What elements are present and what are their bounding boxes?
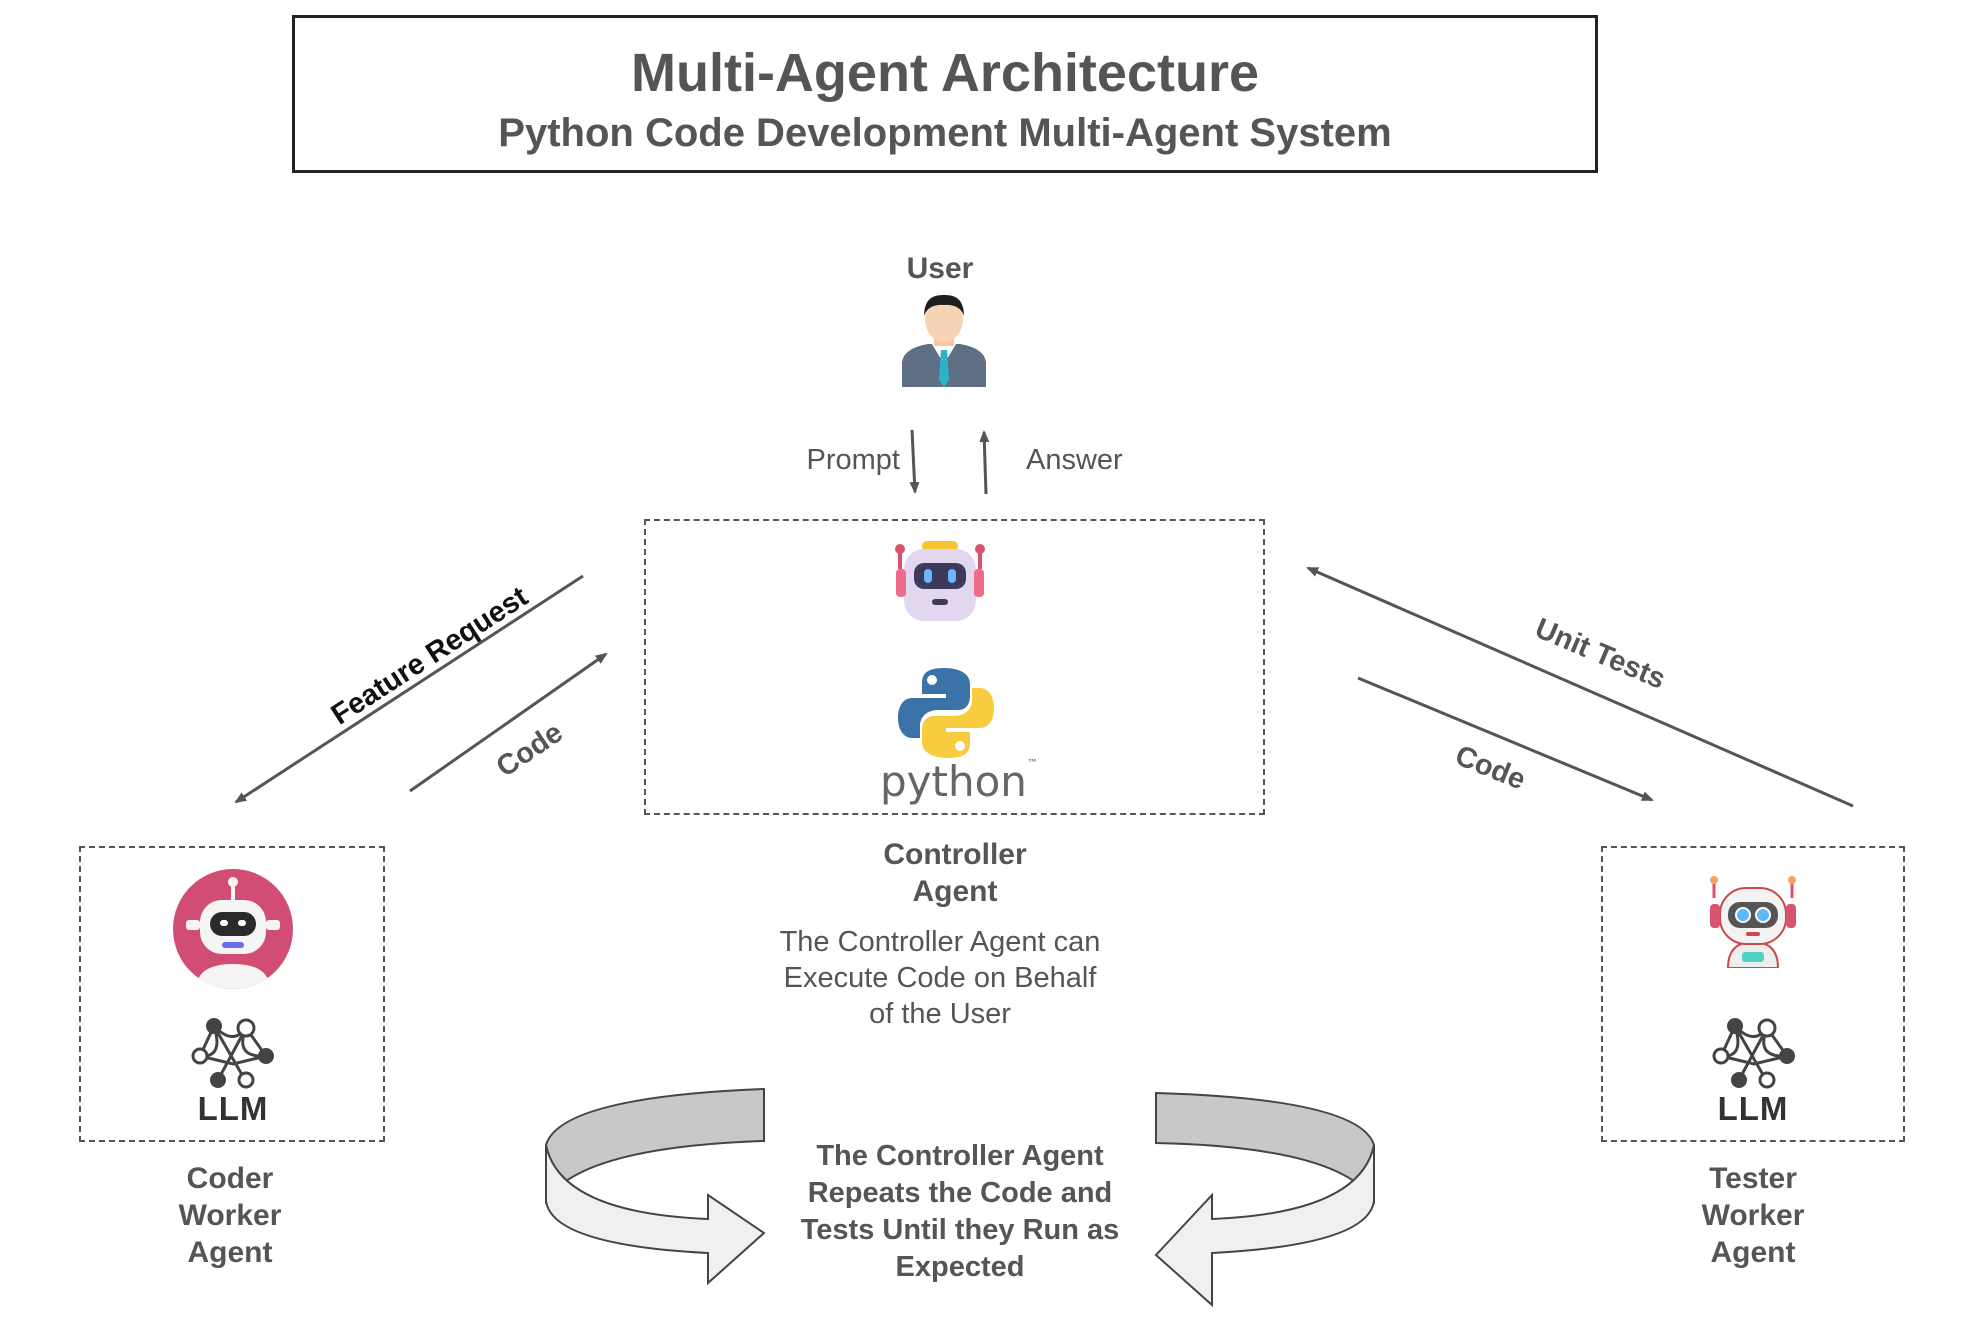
loop-description: The Controller Agent Repeats the Code an… bbox=[770, 1138, 1150, 1286]
answer-arrow bbox=[979, 430, 990, 495]
unit-tests-arrow bbox=[1306, 566, 1854, 808]
llm-network-icon bbox=[1712, 1018, 1795, 1089]
coder-name-line1: Coder bbox=[186, 1162, 274, 1195]
user-avatar-icon bbox=[902, 294, 986, 387]
coder-robot-icon bbox=[173, 869, 293, 989]
controller-agent-box bbox=[644, 519, 1265, 815]
loop-line3: Tests Until they Run as bbox=[800, 1214, 1120, 1246]
tester-name-line1: Tester bbox=[1709, 1162, 1797, 1195]
page-subtitle: Python Code Development Multi-Agent Syst… bbox=[498, 111, 1392, 155]
tester-robot-icon bbox=[1710, 876, 1796, 968]
python-wordmark: python™ bbox=[880, 757, 1038, 806]
controller-desc-line1: The Controller Agent can bbox=[779, 926, 1101, 958]
page-title: Multi-Agent Architecture bbox=[630, 43, 1259, 103]
tester-agent-box bbox=[1601, 846, 1905, 1142]
user-label: User bbox=[906, 252, 974, 285]
controller-desc-line2: Execute Code on Behalf bbox=[783, 962, 1097, 994]
controller-agent-title: Controller Agent bbox=[805, 836, 1105, 910]
llm-network-icon bbox=[191, 1018, 274, 1089]
prompt-label: Prompt bbox=[806, 444, 900, 476]
coder-name-line2: Worker bbox=[178, 1199, 282, 1232]
controller-agent-description: The Controller Agent can Execute Code on… bbox=[720, 924, 1160, 1032]
tester-name-line2: Worker bbox=[1701, 1199, 1805, 1232]
loop-line2: Repeats the Code and bbox=[807, 1177, 1113, 1209]
loop-arrow-right-icon bbox=[1154, 1091, 1375, 1308]
coder-agent-box bbox=[79, 846, 385, 1142]
coder-name-line3: Agent bbox=[187, 1236, 273, 1269]
tester-llm-label: LLM bbox=[1717, 1090, 1789, 1127]
python-logo-icon bbox=[898, 668, 994, 758]
coder-agent-title: Coder Worker Agent bbox=[140, 1160, 320, 1271]
loop-arrow-left-icon bbox=[545, 1087, 766, 1286]
loop-line4: Expected bbox=[895, 1251, 1025, 1283]
coder-llm-label: LLM bbox=[197, 1090, 269, 1127]
loop-line1: The Controller Agent bbox=[816, 1140, 1104, 1172]
tester-name-line3: Agent bbox=[1710, 1236, 1796, 1269]
feature-request-arrow bbox=[234, 574, 584, 804]
trademark-mark: ™ bbox=[1026, 757, 1038, 770]
python-wordmark-text: python bbox=[880, 757, 1027, 806]
tester-agent-title: Tester Worker Agent bbox=[1663, 1160, 1843, 1271]
answer-label: Answer bbox=[1026, 444, 1123, 476]
controller-name-line1: Controller bbox=[883, 838, 1027, 871]
robot-icon bbox=[895, 541, 985, 621]
prompt-arrow bbox=[909, 429, 920, 494]
code-left-arrow bbox=[409, 652, 608, 793]
title-box: Multi-Agent Architecture Python Code Dev… bbox=[292, 15, 1598, 173]
controller-desc-line3: of the User bbox=[869, 998, 1011, 1030]
controller-name-line2: Agent bbox=[912, 875, 998, 908]
code-right-arrow bbox=[1357, 676, 1654, 802]
